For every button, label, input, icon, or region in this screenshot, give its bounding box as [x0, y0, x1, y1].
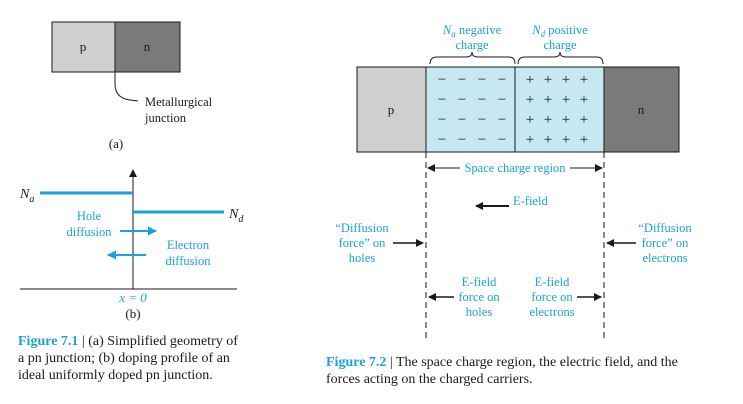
plus-sign: +: [526, 92, 534, 108]
minus-sign: −: [478, 72, 486, 88]
diffusion-force-electrons-label-1: “Diffusion: [638, 221, 692, 235]
efield-force-holes-label-3: holes: [466, 305, 493, 319]
plus-sign: +: [526, 132, 534, 148]
minus-sign: −: [438, 132, 446, 148]
figure-7-2-caption-lead: Figure 7.2: [326, 355, 387, 370]
minus-sign: −: [498, 132, 506, 148]
metallurgical-junction-leader: [114, 72, 139, 102]
efield-force-holes-label-2: force on: [458, 290, 500, 304]
plus-sign: +: [526, 72, 534, 88]
figure-7-1-caption-line-2: a pn junction; (b) doping profile of an: [18, 351, 230, 366]
minus-sign: −: [498, 72, 506, 88]
minus-sign: −: [478, 112, 486, 128]
fig71a-p-region: [51, 21, 116, 73]
minus-sign: −: [438, 112, 446, 128]
negative-charge-brace: [429, 51, 516, 65]
minus-sign: −: [458, 92, 466, 108]
fig72-n-region: [603, 66, 680, 153]
efield-force-electrons-label-2: force on: [531, 290, 573, 304]
minus-sign: −: [478, 92, 486, 108]
fig71b-doping-profile: Na Nd Hole diffusion Electron diffusion …: [19, 169, 244, 321]
figure-7-1-caption-lead: Figure 7.1: [18, 334, 79, 349]
plus-sign: +: [580, 72, 588, 88]
diffusion-force-electrons-label-2: force” on: [642, 236, 690, 250]
positive-charge-brace: [517, 51, 604, 65]
fig71a-p-label: p: [80, 39, 87, 54]
plus-sign: +: [544, 112, 552, 128]
plus-sign: +: [562, 132, 570, 148]
nd-positive-charge-label-1: Nd positive: [531, 23, 588, 39]
fig72-p-region: [356, 66, 427, 153]
plus-sign: +: [580, 112, 588, 128]
na-negative-charge-label-2: charge: [455, 38, 489, 52]
metallurgical-label-1: Metallurgical: [145, 95, 213, 109]
figure-7-1-caption-line-3: ideal uniformly doped pn junction.: [18, 368, 213, 383]
fig72-n-label: n: [638, 102, 645, 117]
x-equals-zero-label: x = 0: [118, 290, 147, 305]
plus-sign: +: [580, 132, 588, 148]
fig71a-sublabel: (a): [109, 136, 123, 151]
efield-force-electrons-label-1: E-field: [535, 275, 570, 289]
minus-sign: −: [458, 112, 466, 128]
na-negative-charge-label-1: Na negative: [442, 23, 502, 39]
efield-force-electrons-label-3: electrons: [529, 305, 574, 319]
diffusion-force-holes-label-3: holes: [349, 251, 376, 265]
fig72-p-label: p: [388, 102, 395, 117]
negative-charges: − − − − − − − − − − − − − − − −: [438, 72, 506, 148]
minus-sign: −: [498, 92, 506, 108]
figure-7-2-caption-line-1: | The space charge region, the electric …: [386, 355, 678, 370]
diffusion-force-holes-label-2: force” on: [339, 236, 387, 250]
efield-force-holes-label-1: E-field: [462, 275, 497, 289]
figure-7-1-caption: Figure 7.1 | (a) Simplified geometry of …: [18, 333, 263, 384]
diffusion-force-holes-label-1: “Diffusion: [335, 221, 389, 235]
minus-sign: −: [478, 132, 486, 148]
nd-label: Nd: [228, 207, 244, 225]
minus-sign: −: [458, 132, 466, 148]
hole-diffusion-label-1: Hole: [77, 209, 102, 223]
positive-charges: + + + + + + + + + + + + + + + +: [526, 72, 588, 148]
plus-sign: +: [562, 112, 570, 128]
nd-positive-charge-label-2: charge: [543, 38, 577, 52]
fig71a-n-region: [114, 21, 181, 73]
minus-sign: −: [458, 72, 466, 88]
fig71b-sublabel: (b): [125, 306, 140, 321]
minus-sign: −: [498, 112, 506, 128]
na-label: Na: [19, 187, 34, 205]
electron-diffusion-label-1: Electron: [167, 238, 210, 252]
plus-sign: +: [544, 72, 552, 88]
plus-sign: +: [544, 132, 552, 148]
minus-sign: −: [438, 72, 446, 88]
space-charge-region-label: Space charge region: [464, 161, 566, 175]
fig72-space-charge: Na negative charge Nd positive charge p …: [335, 23, 692, 338]
hole-diffusion-label-2: diffusion: [67, 225, 113, 239]
plus-sign: +: [544, 92, 552, 108]
plus-sign: +: [526, 112, 534, 128]
metallurgical-label-2: junction: [144, 111, 187, 125]
figure-7-1-caption-line-1: | (a) Simplified geometry of: [78, 334, 238, 349]
fig71a-geometry: p n Metallurgical junction (a): [51, 21, 213, 151]
figure-7-2-caption: Figure 7.2 | The space charge region, th…: [326, 354, 726, 388]
efield-label: E-field: [513, 194, 548, 208]
electron-diffusion-label-2: diffusion: [166, 254, 212, 268]
minus-sign: −: [438, 92, 446, 108]
plus-sign: +: [562, 72, 570, 88]
plus-sign: +: [562, 92, 570, 108]
diffusion-force-electrons-label-3: electrons: [642, 251, 687, 265]
plus-sign: +: [580, 92, 588, 108]
figure-7-2-caption-line-2: forces acting on the charged carriers.: [326, 372, 533, 387]
fig71a-n-label: n: [144, 39, 151, 54]
